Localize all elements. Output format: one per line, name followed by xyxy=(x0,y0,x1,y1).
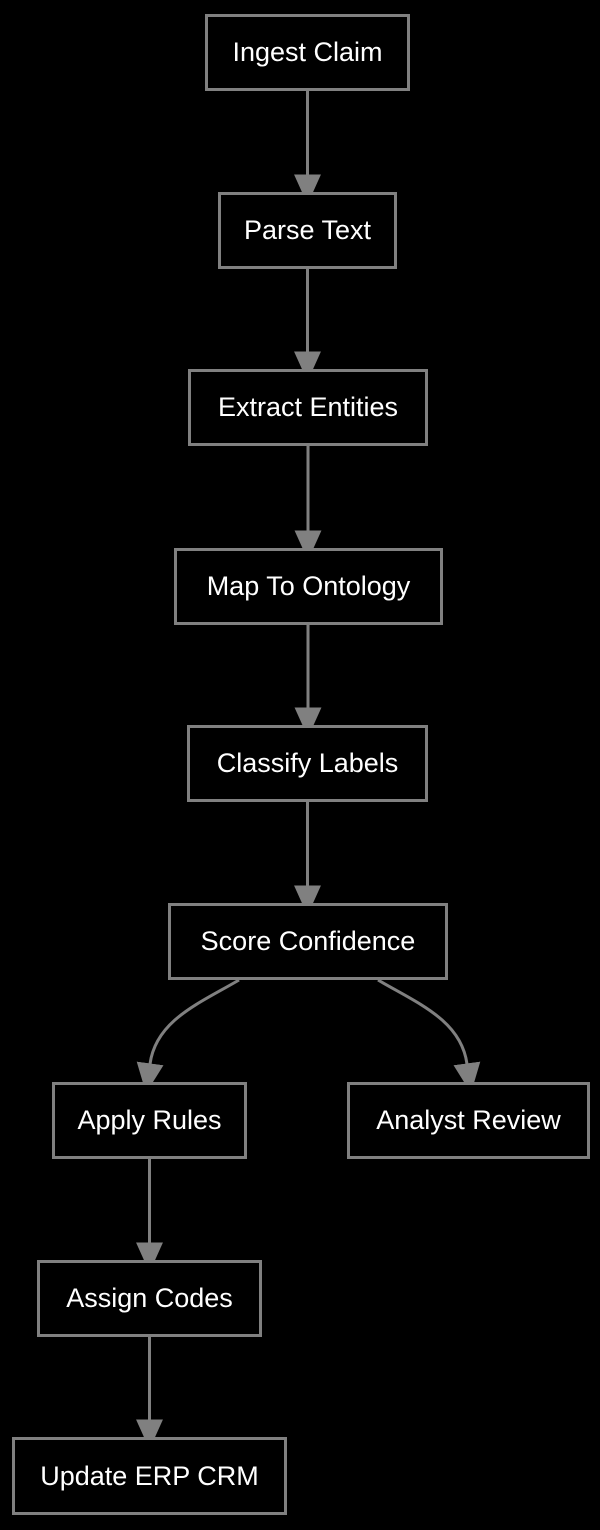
node-apply-rules[interactable]: Apply Rules xyxy=(52,1082,247,1159)
node-label: Score Confidence xyxy=(200,926,416,956)
node-assign-codes[interactable]: Assign Codes xyxy=(37,1260,262,1337)
edge-score-confidence-to-analyst-review xyxy=(377,978,481,1094)
node-parse-text[interactable]: Parse Text xyxy=(218,192,397,269)
node-map-to-ontology[interactable]: Map To Ontology xyxy=(174,548,443,625)
node-ingest-claim[interactable]: Ingest Claim xyxy=(205,14,410,91)
node-label: Assign Codes xyxy=(66,1283,233,1313)
node-label: Classify Labels xyxy=(216,748,399,778)
node-extract-entities[interactable]: Extract Entities xyxy=(188,369,428,446)
node-label: Parse Text xyxy=(243,215,372,245)
node-label: Map To Ontology xyxy=(206,571,411,601)
node-label: Apply Rules xyxy=(77,1105,222,1135)
node-label: Update ERP CRM xyxy=(40,1460,259,1491)
node-update-erp-crm[interactable]: Update ERP CRM xyxy=(12,1437,287,1515)
node-score-confidence[interactable]: Score Confidence xyxy=(168,903,448,980)
node-label: Ingest Claim xyxy=(232,37,383,67)
node-classify-labels[interactable]: Classify Labels xyxy=(187,725,428,802)
node-analyst-review[interactable]: Analyst Review xyxy=(347,1082,590,1159)
edge-score-confidence-to-apply-rules xyxy=(136,978,240,1094)
node-label: Extract Entities xyxy=(217,392,399,422)
node-label: Analyst Review xyxy=(376,1105,561,1135)
